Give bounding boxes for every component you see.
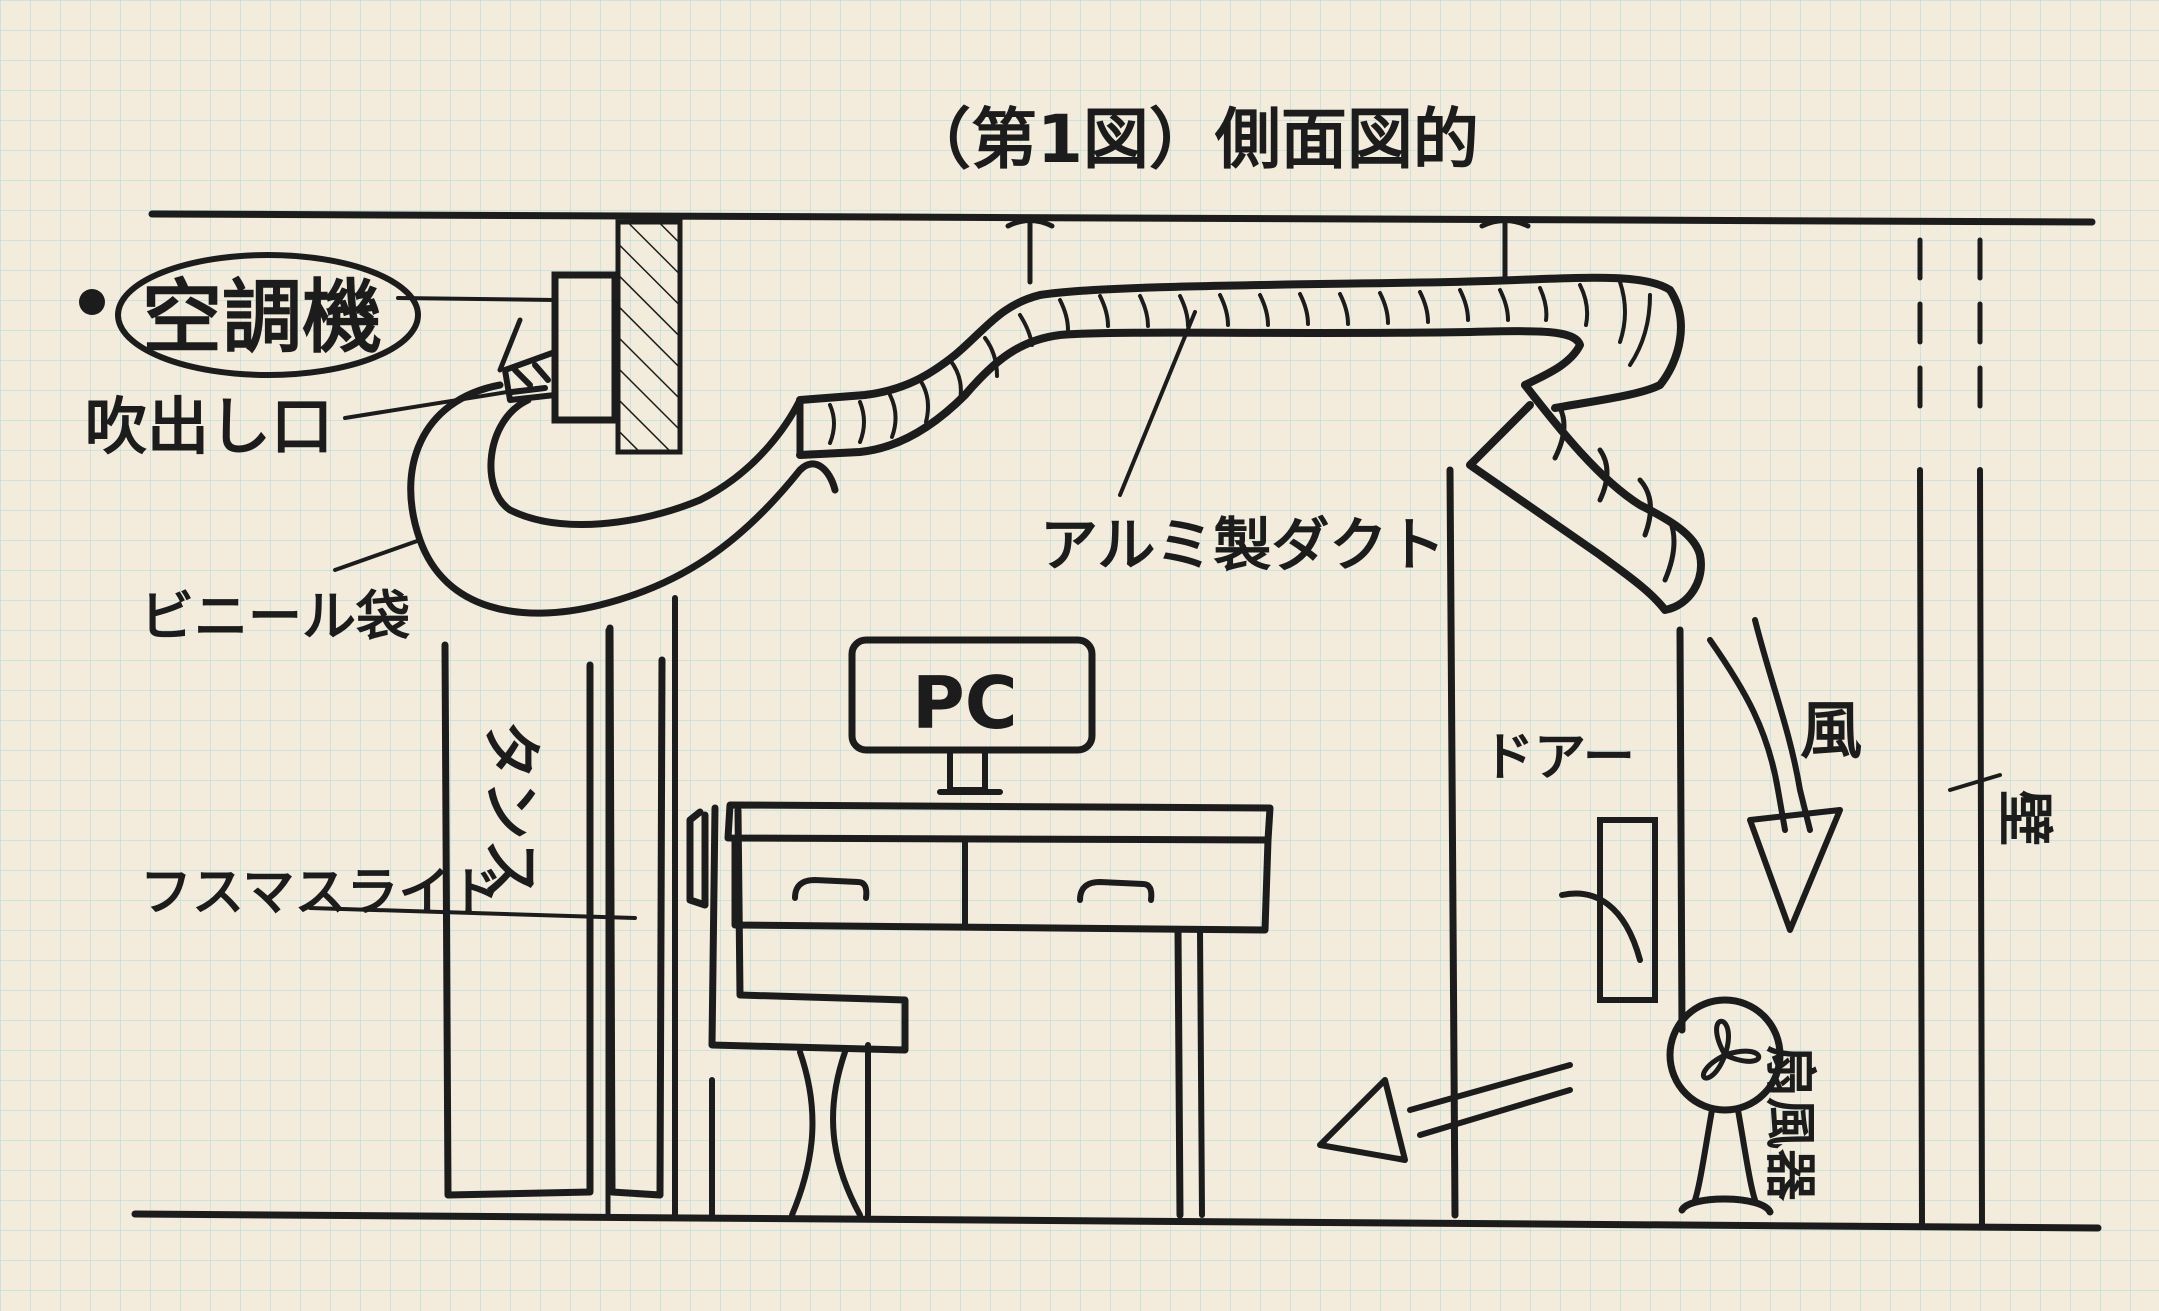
vinyl-bag-label: ビニール袋	[140, 585, 410, 648]
duct-leader-line	[1118, 310, 1197, 497]
outlet-label: 吹出し口	[85, 390, 333, 463]
duct-label: アルミ製ダクト	[1040, 511, 1445, 579]
outlet-leader-line	[343, 388, 522, 420]
electric-fan	[1666, 996, 1784, 1216]
duct-hanger-right	[1479, 218, 1531, 283]
pc-monitor	[848, 636, 1096, 795]
aircon-pin	[79, 289, 105, 315]
room-wall	[1917, 237, 1985, 1228]
wardrobe	[441, 595, 678, 1218]
wind-arrow-left	[1317, 1062, 1573, 1163]
duct-hanger-left	[1005, 218, 1055, 285]
wall-leader-line	[1948, 773, 2002, 792]
aircon-leader-line	[396, 296, 557, 302]
fan-label: 扇風器	[1759, 1045, 1819, 1202]
desk	[724, 801, 1274, 1219]
vinyl-bag-leader-line	[333, 538, 422, 572]
floor-line	[131, 1210, 2102, 1232]
aircon-outlet	[502, 349, 558, 403]
figure-title: （第1図）側面図的	[905, 101, 1479, 178]
aircon-label-oval	[115, 252, 421, 378]
vinyl-bag-inner	[487, 396, 804, 528]
outlet-flap	[497, 317, 523, 373]
wall-label: 壁	[1991, 790, 2056, 846]
wind-label: 風	[1800, 694, 1862, 767]
wardrobe-label: タンス	[475, 720, 545, 899]
wind-arrow-down	[1707, 617, 1843, 933]
aircon-unit	[551, 271, 619, 424]
aircon-label: 空調機	[142, 271, 382, 364]
door-label: ドアー	[1482, 728, 1635, 788]
ceiling-line	[148, 210, 2096, 226]
aluminium-duct	[796, 273, 1705, 614]
door	[1446, 466, 1686, 1219]
pc-label: PC	[912, 661, 1018, 745]
hatched-wall	[615, 219, 683, 455]
fusuma-leader-line	[308, 906, 637, 920]
vinyl-bag	[407, 381, 839, 617]
chair	[686, 804, 909, 1218]
